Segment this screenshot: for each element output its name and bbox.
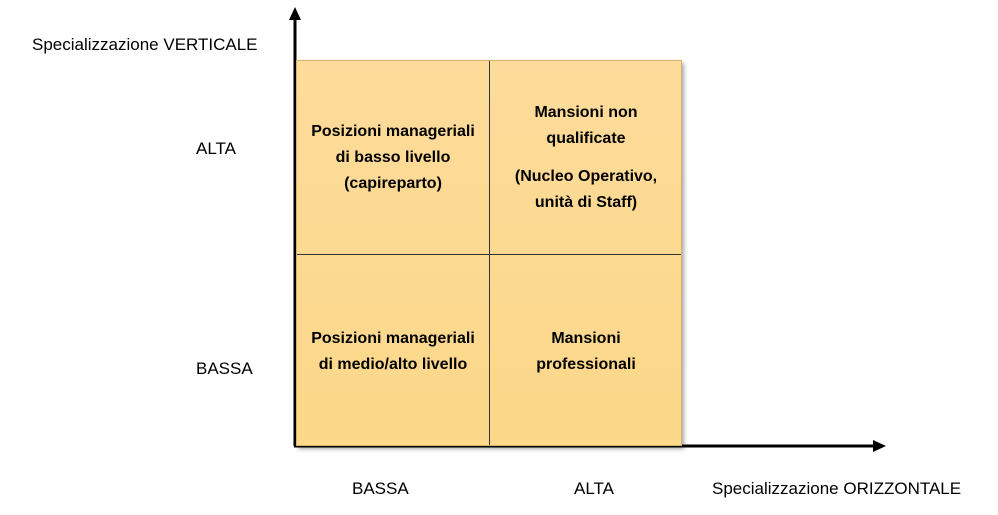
- quadrant-top-right-text: Mansioni non qualificate: [534, 103, 638, 147]
- quadrant-top-left-text: Posizioni manageriali di basso livello (…: [311, 122, 475, 192]
- x-high-label: ALTA: [574, 479, 614, 498]
- y-axis-label: Specializzazione VERTICALE: [32, 35, 258, 54]
- quadrant-bottom-left: Posizioni manageriali di medio/alto live…: [297, 255, 489, 448]
- quadrant-top-right: Mansioni non qualificate (Nucleo Operati…: [490, 61, 682, 254]
- x-axis-label: Specializzazione ORIZZONTALE: [712, 479, 962, 498]
- horizontal-divider: [297, 254, 681, 255]
- quadrant-grid: Posizioni manageriali di basso livello (…: [296, 60, 682, 446]
- quadrant-top-right-note: (Nucleo Operativo, unità di Staff): [514, 167, 658, 211]
- y-low-label: BASSA: [196, 359, 253, 378]
- quadrant-bottom-right-text: Mansioni professionali: [536, 329, 636, 373]
- x-low-label: BASSA: [352, 479, 409, 498]
- quadrant-top-left: Posizioni manageriali di basso livello (…: [297, 61, 489, 254]
- vertical-divider: [489, 61, 490, 445]
- y-axis-arrow: [289, 7, 301, 20]
- quadrant-bottom-right: Mansioni professionali: [490, 255, 682, 448]
- y-high-label: ALTA: [196, 139, 236, 158]
- x-axis-arrow: [873, 440, 886, 452]
- quadrant-bottom-left-text: Posizioni manageriali di medio/alto live…: [311, 329, 475, 373]
